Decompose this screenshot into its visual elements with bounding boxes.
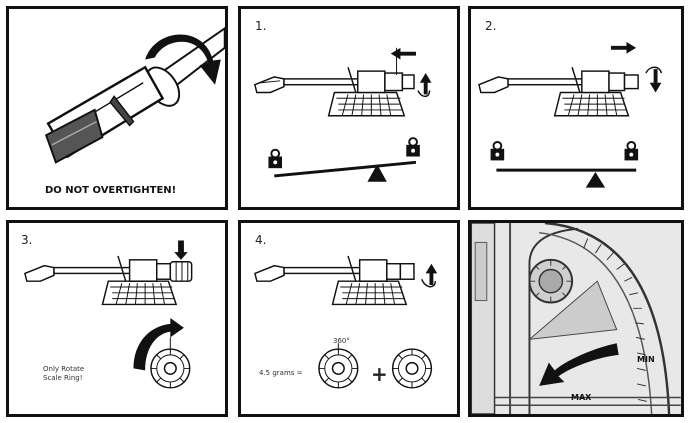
scale-ring-note-line-1: Only Rotate [43,365,85,373]
step-4-label: 4. [255,233,267,247]
arrow-down-icon [649,69,662,93]
tonearm-tracking-force-illustration [254,255,438,389]
panel-step-4: 4. [238,220,460,417]
adjust-direction-arrow-icon [539,343,619,386]
plus-sign: + [371,362,388,386]
tonearm-balanced-illustration [478,42,663,188]
fulcrum-icon [585,172,606,188]
scale-ring-icon [318,343,359,389]
scale-ring-note-line-2: Scale Ring! [43,374,83,382]
max-label: MAX [571,393,592,402]
scale-ring-icon [150,337,191,389]
arrow-up-icon [425,263,438,286]
curved-rotate-arrow-icon [133,318,184,371]
tonearm-scale-ring-illustration [24,240,193,389]
arrow-left-icon [390,47,416,60]
weight-right-icon [624,141,639,161]
rotate-arrow-icon [145,34,221,85]
panel-dial-closeup: MIN MAX [468,220,684,417]
weight-left-icon [490,141,505,161]
step-1-label: 1. [255,19,267,33]
headshell-illustration [44,27,225,164]
step-3-label: 3. [21,233,33,247]
arrow-right-icon [610,42,637,54]
weight-label: 4.5 grams = [259,369,303,377]
overtighten-caption: DO NOT OVERTIGHTEN! [45,185,177,196]
weight-right-icon [406,137,420,157]
weight-left-icon [268,148,283,169]
degree-label: 360° [333,337,350,345]
seesaw-tilted [274,160,417,178]
panel-do-not-overtighten: DO NOT OVERTIGHTEN! [6,6,228,210]
dial-closeup-illustration [471,223,681,414]
panel-step-3: 3. Only Rotate Scale Ring! [6,220,228,417]
panel-step-1: 1. [238,6,460,210]
arrow-up-icon [419,73,432,95]
fulcrum-icon [367,164,387,182]
tonearm-unbalanced-illustration [253,47,432,182]
scale-ring-icon [391,348,433,389]
panel-step-2: 2. [468,6,684,210]
step-2-label: 2. [485,19,497,33]
arrow-down-icon [174,240,188,260]
min-label: MIN [637,355,655,364]
